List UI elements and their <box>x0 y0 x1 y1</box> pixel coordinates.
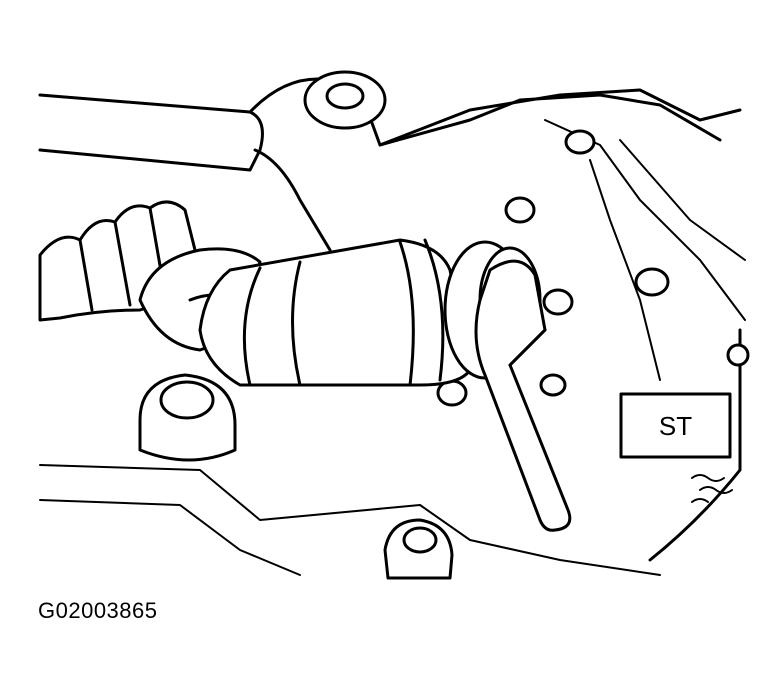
special-tool-wrench <box>474 259 572 532</box>
lower-left-bolt <box>138 373 237 462</box>
st-callout-label: ST <box>659 411 692 441</box>
chassis-frame <box>38 77 746 576</box>
bottom-bolt <box>383 518 454 580</box>
top-bolt <box>303 70 387 130</box>
casting-marks <box>691 474 733 503</box>
cv-joint-housing <box>198 238 472 387</box>
figure-code: G02003865 <box>38 598 158 623</box>
st-callout: ST <box>619 392 732 459</box>
